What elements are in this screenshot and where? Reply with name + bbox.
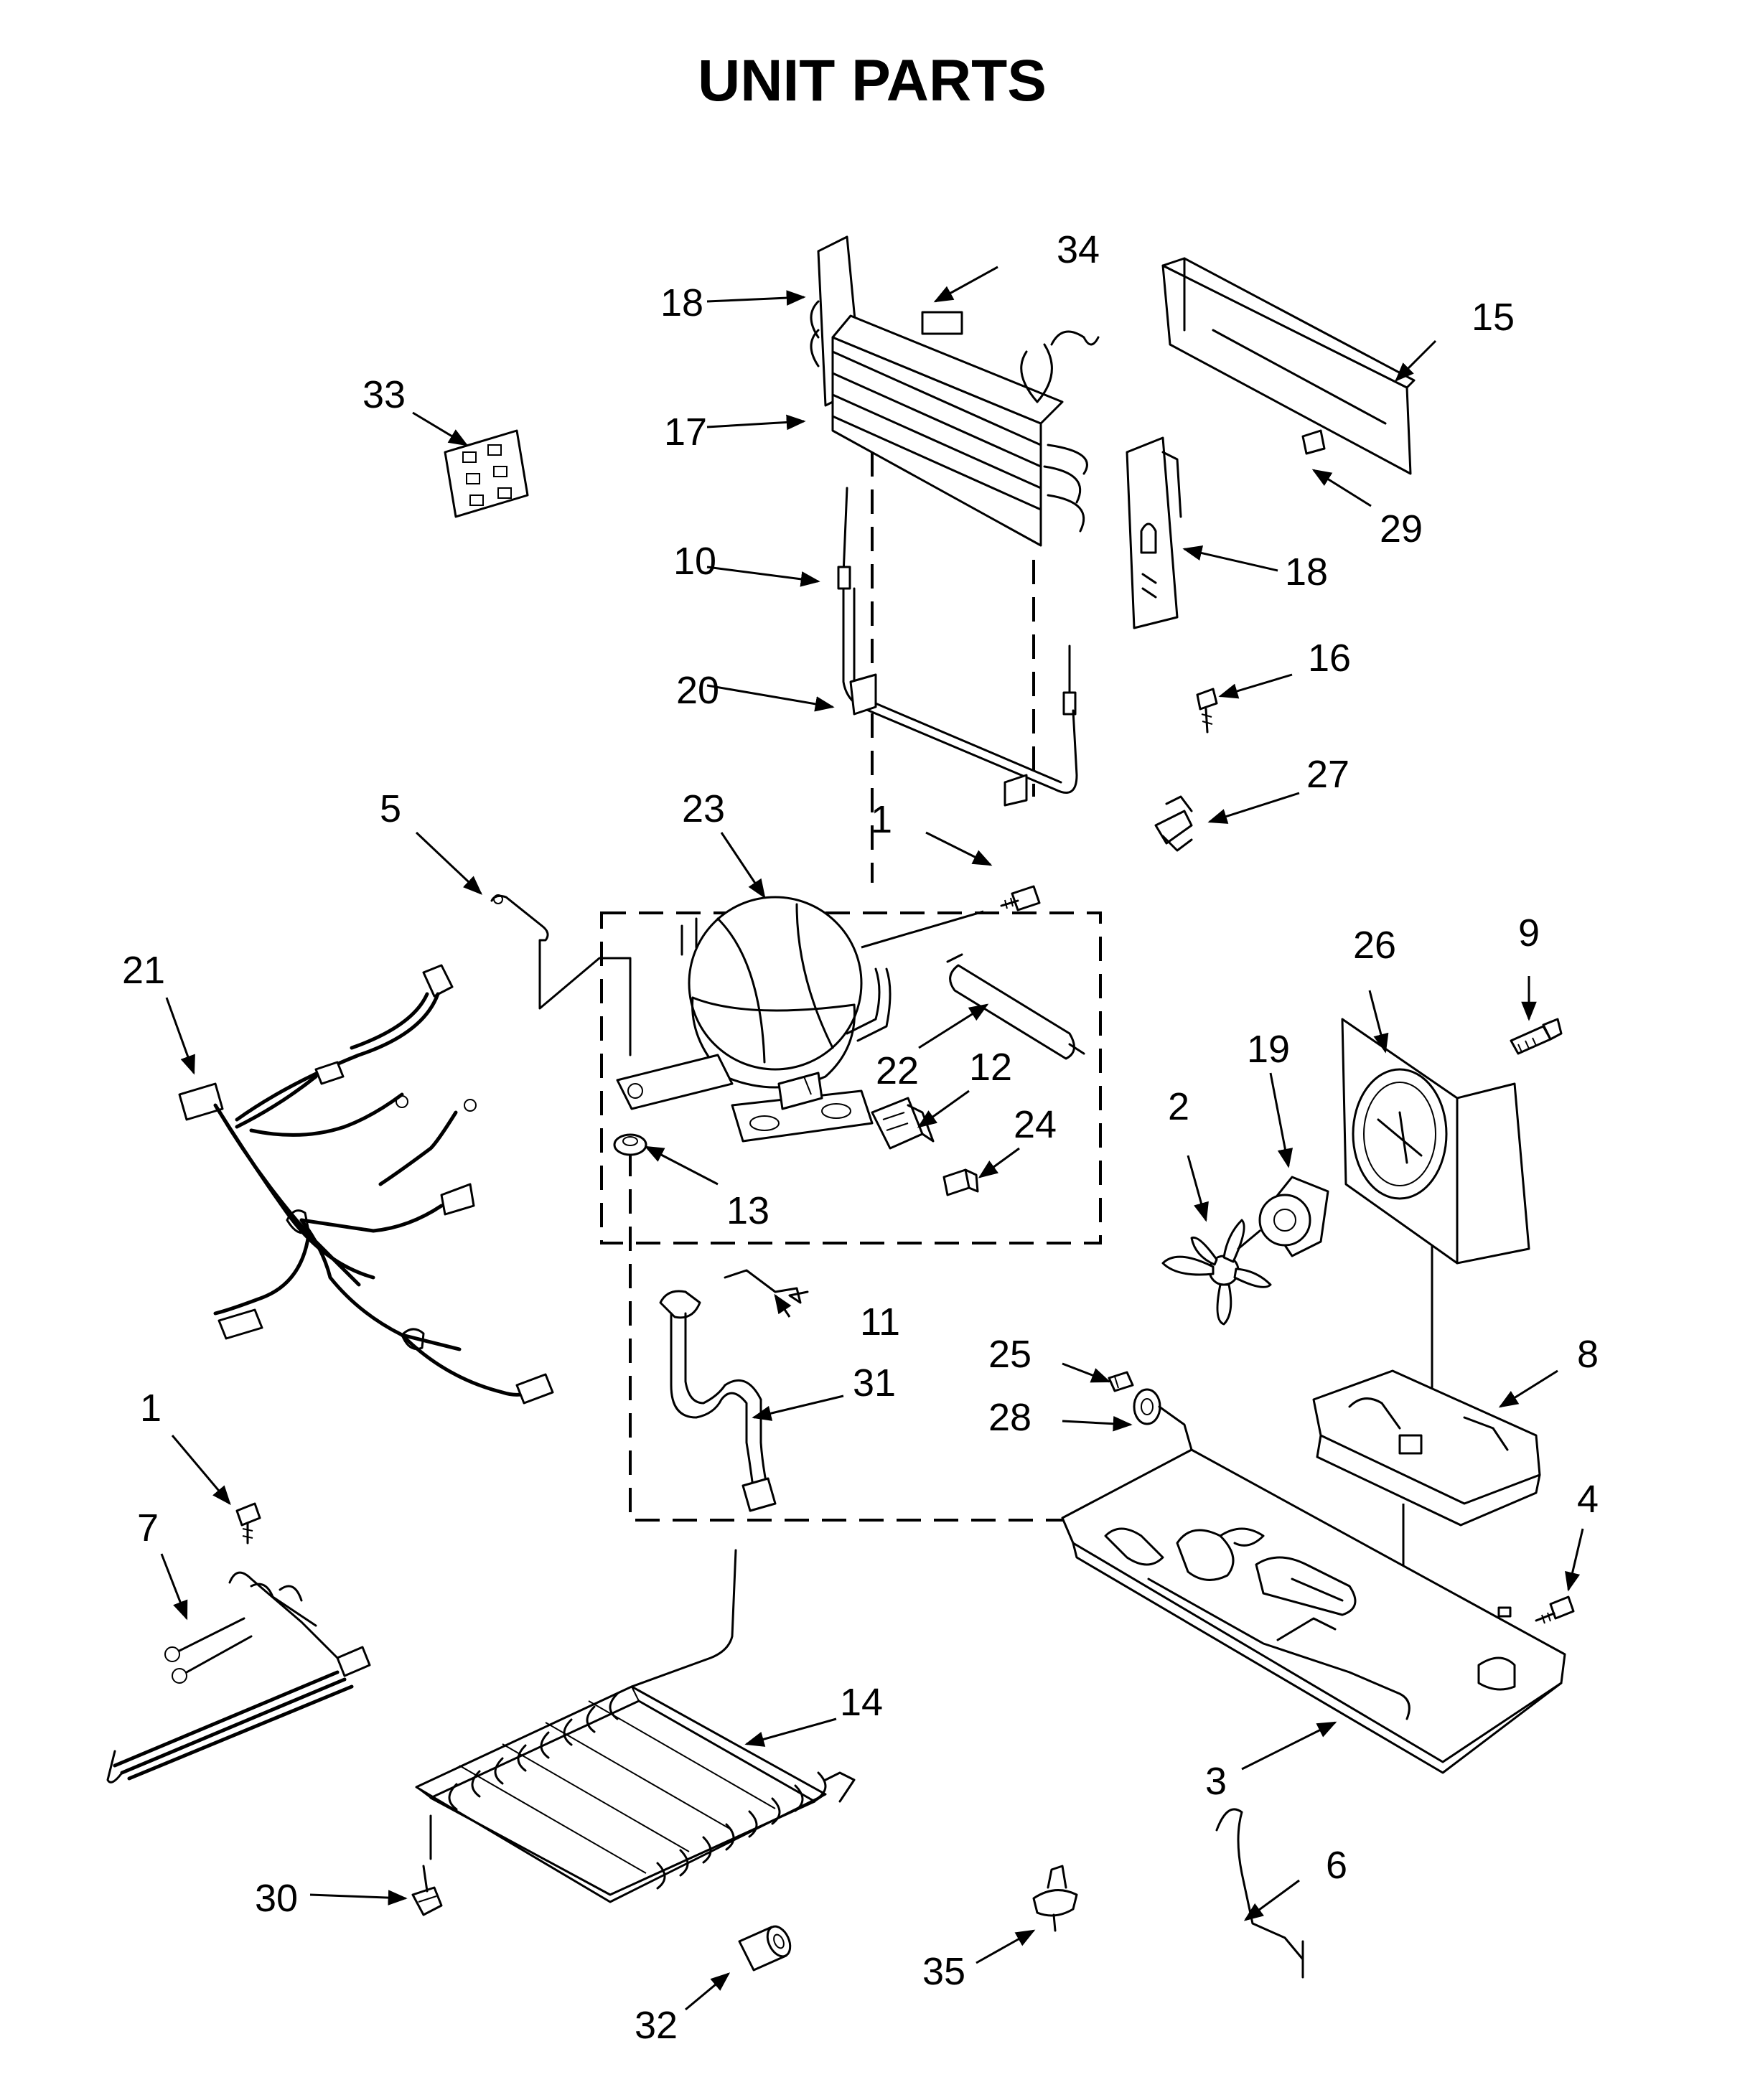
machine-compartment-part-3[interactable] bbox=[1061, 1448, 1566, 1774]
wire-harness-part-21[interactable] bbox=[178, 964, 554, 1405]
screw-part-9[interactable] bbox=[1510, 1018, 1563, 1055]
callout-31: 31 bbox=[853, 1361, 896, 1405]
start-relay-part-12[interactable] bbox=[871, 1097, 935, 1150]
fan-shroud-part-26[interactable] bbox=[1341, 1018, 1530, 1265]
callout-27: 27 bbox=[1306, 753, 1349, 796]
plug-part-32[interactable] bbox=[738, 1923, 795, 1972]
callout-labels: 1 1 2 3 4 5 6 7 8 9 10 11 12 13 14 15 16… bbox=[122, 228, 1599, 2047]
callout-21: 21 bbox=[122, 949, 165, 992]
callout-20: 20 bbox=[676, 669, 719, 712]
drier-part-22[interactable] bbox=[946, 953, 1085, 1060]
callout-4: 4 bbox=[1577, 1478, 1599, 1521]
control-board-part-33[interactable] bbox=[444, 429, 529, 518]
callout-34: 34 bbox=[1057, 228, 1100, 271]
callout-29: 29 bbox=[1380, 507, 1423, 550]
clip-part-30[interactable] bbox=[411, 1865, 443, 1916]
callout-30: 30 bbox=[255, 1877, 298, 1920]
bracket-part-27[interactable] bbox=[1154, 795, 1193, 852]
callout-32: 32 bbox=[635, 2004, 678, 2047]
compressor-assembly-box bbox=[600, 911, 1102, 1244]
wire-part-5[interactable] bbox=[490, 894, 632, 1056]
screw-part-4[interactable] bbox=[1535, 1595, 1575, 1624]
callout-33: 33 bbox=[362, 373, 406, 416]
callout-6: 6 bbox=[1326, 1844, 1347, 1887]
compressor-part-23[interactable] bbox=[616, 896, 892, 1143]
evaporator-bracket-part-18[interactable] bbox=[1126, 436, 1182, 629]
callout-3: 3 bbox=[1205, 1760, 1227, 1803]
callout-1-lower: 1 bbox=[140, 1387, 162, 1430]
callout-13: 13 bbox=[726, 1189, 769, 1232]
grommet-part-25[interactable] bbox=[1108, 1371, 1134, 1392]
callout-24: 24 bbox=[1014, 1103, 1057, 1146]
wire-harness-part-7[interactable] bbox=[106, 1571, 371, 1783]
leader-lines bbox=[160, 266, 1584, 2011]
callout-12: 12 bbox=[969, 1046, 1012, 1089]
grommet-part-28[interactable] bbox=[1133, 1388, 1193, 1451]
callout-18-lower: 18 bbox=[1285, 550, 1328, 594]
sensor-part-35[interactable] bbox=[1032, 1865, 1078, 1932]
callout-22: 22 bbox=[876, 1049, 919, 1092]
callout-11: 11 bbox=[860, 1300, 900, 1344]
defrost-thermostat-part-10[interactable] bbox=[837, 487, 1077, 716]
bracket-part-8[interactable] bbox=[1312, 1369, 1541, 1527]
fan-motor-part-19[interactable] bbox=[1237, 1176, 1329, 1257]
callout-17: 17 bbox=[664, 411, 707, 454]
grommet-part-13[interactable] bbox=[613, 1133, 647, 1156]
sensor-part-29[interactable] bbox=[1301, 429, 1326, 455]
callout-10: 10 bbox=[673, 540, 716, 583]
condenser-part-14[interactable] bbox=[415, 1549, 856, 1903]
evaporator-part-17[interactable] bbox=[810, 235, 1100, 547]
callout-5: 5 bbox=[380, 787, 401, 830]
callout-15: 15 bbox=[1472, 296, 1515, 339]
diagram-title: UNIT PARTS bbox=[698, 48, 1047, 113]
callout-9: 9 bbox=[1518, 911, 1540, 955]
callout-7: 7 bbox=[137, 1506, 159, 1550]
callout-35: 35 bbox=[922, 1950, 965, 1993]
drain-tube-part-31[interactable] bbox=[659, 1290, 777, 1512]
callout-26: 26 bbox=[1353, 924, 1396, 967]
callout-23: 23 bbox=[682, 787, 725, 830]
callout-1-upper: 1 bbox=[871, 798, 892, 841]
callout-2: 2 bbox=[1168, 1085, 1189, 1128]
wire-part-6[interactable] bbox=[1215, 1808, 1304, 1979]
cover-part-15[interactable] bbox=[1161, 257, 1416, 475]
screw-part-1-lower[interactable] bbox=[235, 1502, 261, 1544]
overload-part-24[interactable] bbox=[942, 1168, 979, 1196]
callout-16: 16 bbox=[1308, 637, 1351, 680]
screw-part-1-upper[interactable] bbox=[1000, 885, 1041, 911]
callout-18-upper: 18 bbox=[660, 281, 703, 324]
callout-25: 25 bbox=[988, 1333, 1031, 1376]
screw-part-16[interactable] bbox=[1196, 688, 1218, 733]
clip-part-11[interactable] bbox=[724, 1269, 809, 1304]
callout-28: 28 bbox=[988, 1396, 1031, 1439]
callout-14: 14 bbox=[840, 1681, 883, 1724]
defrost-heater-part-20[interactable] bbox=[842, 587, 1078, 807]
fan-blade-part-2[interactable] bbox=[1161, 1219, 1272, 1326]
callout-8: 8 bbox=[1577, 1333, 1599, 1376]
callout-19: 19 bbox=[1247, 1028, 1290, 1071]
